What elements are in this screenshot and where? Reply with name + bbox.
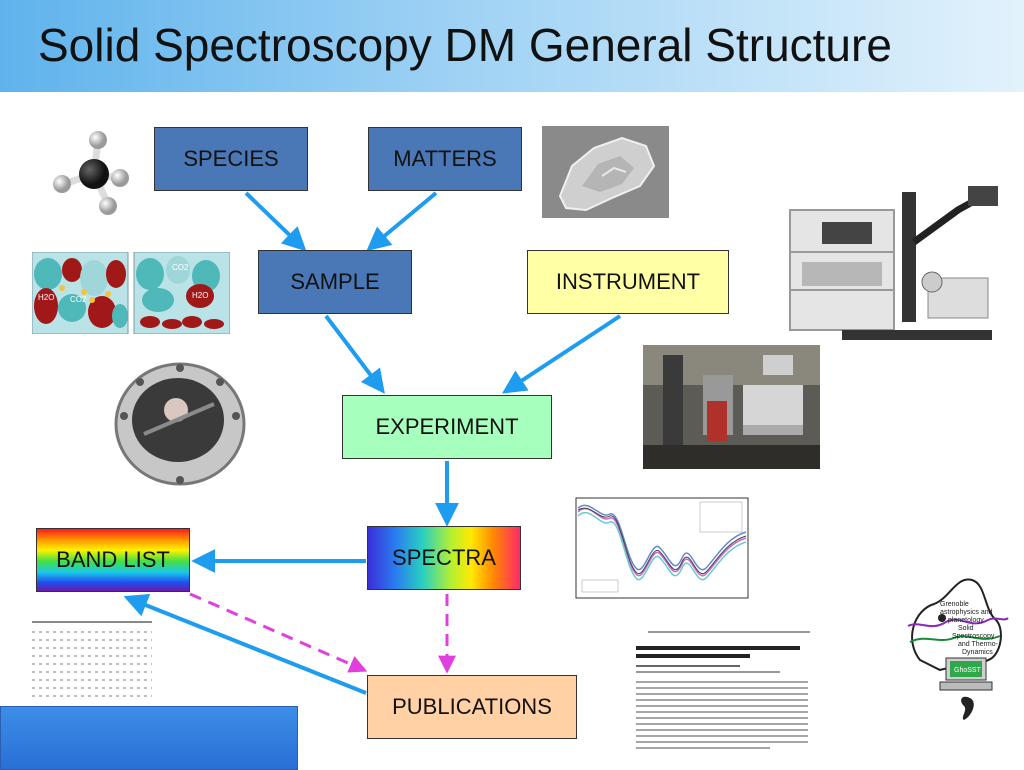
logo-line-3: planetology xyxy=(948,617,984,624)
mixture-label-4: H2O xyxy=(192,291,208,300)
instrument-label: INSTRUMENT xyxy=(555,269,701,294)
lab-setup-image xyxy=(643,345,820,469)
experiment-box: EXPERIMENT xyxy=(342,395,552,459)
instrument-box: INSTRUMENT xyxy=(527,250,729,314)
methane-molecule-image xyxy=(53,131,129,215)
sample-cell-image xyxy=(104,354,254,492)
band-list-label: BAND LIST xyxy=(56,547,170,572)
logo-line-7: Dynamics xyxy=(962,649,993,656)
arrow-instrument-experiment xyxy=(501,314,622,394)
arrow-sample-experiment xyxy=(324,314,385,394)
paper-excerpt-image xyxy=(630,628,814,758)
matters-box: MATTERS xyxy=(368,127,522,191)
mixture-label-3: CO2 xyxy=(172,263,189,272)
mineral-grain-image xyxy=(542,126,669,218)
arrow-matters-sample xyxy=(366,191,438,252)
publications-label: PUBLICATIONS xyxy=(392,694,552,719)
slide-title: Solid Spectroscopy DM General Structure xyxy=(38,19,892,71)
instrument-photo-image xyxy=(782,182,1014,358)
logo-line-6: and Thermo- xyxy=(958,641,999,648)
spectra-box: SPECTRA xyxy=(367,526,521,590)
spectrum-graph-image xyxy=(560,494,752,612)
logo-line-1: Grenoble xyxy=(940,601,969,608)
ice-mixture-images: H2O CO2 CO2 H2O xyxy=(32,252,230,334)
ghosst-logo-image: Grenoble astrophysics and planetology So… xyxy=(907,578,1009,720)
species-box: SPECIES xyxy=(154,127,308,191)
logo-line-5: Spectroscopy xyxy=(952,633,995,640)
band-list-box: BAND LIST xyxy=(36,528,190,592)
title-bar: Solid Spectroscopy DM General Structure xyxy=(0,0,1024,92)
arrow-publications-bandlist xyxy=(123,593,367,695)
mixture-label-2: CO2 xyxy=(70,295,87,304)
matters-label: MATTERS xyxy=(393,146,497,171)
sample-box: SAMPLE xyxy=(258,250,412,314)
arrow-species-sample xyxy=(244,191,307,252)
footer-blue-rectangle xyxy=(0,706,298,770)
experiment-label: EXPERIMENT xyxy=(375,414,519,439)
logo-line-2: astrophysics and xyxy=(940,609,993,616)
publications-box: PUBLICATIONS xyxy=(367,675,577,739)
spectra-label: SPECTRA xyxy=(392,545,496,570)
logo-line-4: Solid xyxy=(958,625,974,632)
dashed-arrow-bandlist-publications xyxy=(189,592,368,673)
logo-screen-text: GhoSST xyxy=(954,667,982,674)
band-list-table-image xyxy=(30,618,154,704)
species-label: SPECIES xyxy=(183,146,279,171)
mixture-label-1: H2O xyxy=(38,293,54,302)
sample-label: SAMPLE xyxy=(290,269,380,294)
